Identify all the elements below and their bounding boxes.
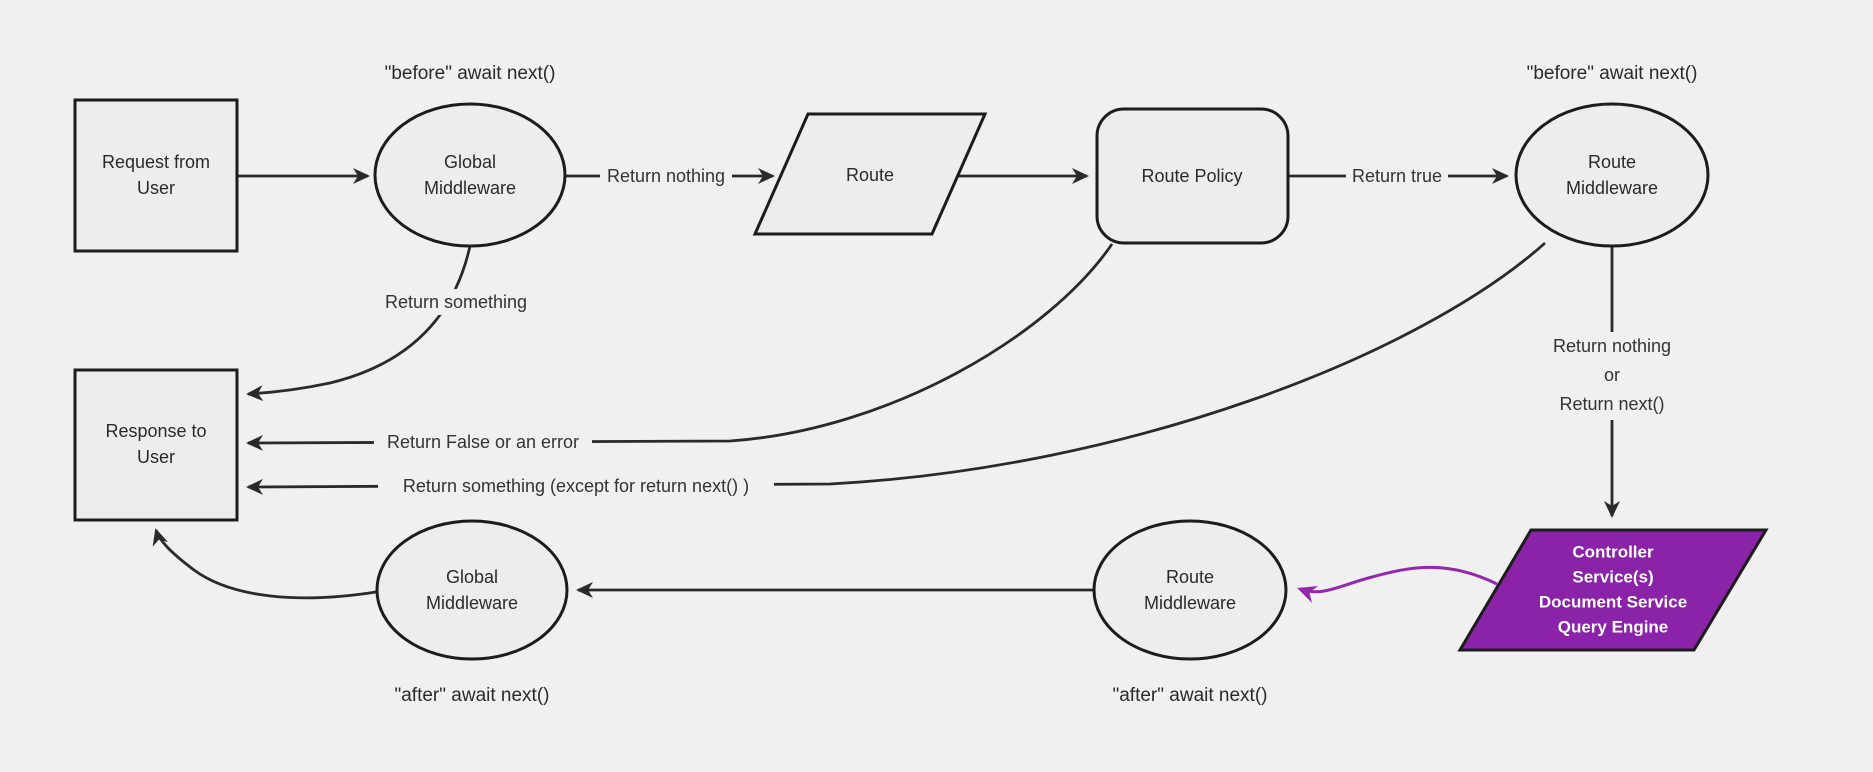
svg-text:Return something: Return something [385, 292, 527, 312]
edge-controller-to-route-middleware [1297, 565, 1498, 603]
annotation-after-await-right: "after" await next() [1113, 685, 1268, 706]
edge-global-middleware-to-response [246, 245, 472, 402]
svg-text:Document Service: Document Service [1539, 592, 1687, 611]
svg-text:Return nothing: Return nothing [1553, 336, 1671, 356]
controller-services-parallelogram [1457, 528, 1769, 652]
svg-text:Global: Global [446, 567, 498, 587]
svg-text:Return nothing: Return nothing [607, 166, 725, 186]
svg-text:User: User [137, 447, 175, 467]
global-middleware-bottom-ellipse [375, 519, 569, 661]
svg-text:Middleware: Middleware [424, 178, 516, 198]
edge-label-bg [1346, 163, 1448, 189]
svg-text:or: or [1604, 365, 1620, 385]
edge-route-middleware-to-response [246, 241, 1546, 495]
svg-text:Middleware: Middleware [426, 593, 518, 613]
svg-text:User: User [137, 178, 175, 198]
svg-text:Controller: Controller [1572, 542, 1654, 561]
edge-label-bg [374, 429, 592, 455]
route-parallelogram [752, 112, 988, 236]
edge-label-return-something-except: Return something (except for return next… [378, 473, 774, 499]
edge-global-middleware-to-response-bottom [152, 528, 377, 600]
node-route: Route [752, 112, 988, 236]
svg-text:Service(s): Service(s) [1572, 567, 1653, 586]
svg-text:Route Policy: Route Policy [1141, 166, 1242, 186]
node-request-from-user: Request from User [73, 98, 239, 253]
annotation-before-await-right: "before" await next() [1527, 63, 1698, 84]
svg-text:Global: Global [444, 152, 496, 172]
svg-text:Return something (except for r: Return something (except for return next… [403, 476, 749, 496]
edge-label-return-nothing-or-next: Return nothing or Return next() [1535, 332, 1689, 420]
edge-route-policy-to-response [246, 243, 1114, 451]
node-route-middleware-bottom: Route Middleware [1092, 519, 1288, 661]
node-controller-services: Controller Service(s) Document Service Q… [1457, 528, 1769, 652]
edge-label-bg [1535, 332, 1689, 420]
svg-text:Return next(): Return next() [1559, 394, 1664, 414]
edge-label-bg [380, 289, 532, 315]
edge-label-bg [378, 473, 774, 499]
node-global-middleware-top: Global Middleware [373, 102, 567, 248]
node-route-middleware-top: Route Middleware [1514, 102, 1710, 248]
request-from-user-box [73, 98, 239, 253]
annotation-after-await-left: "after" await next() [395, 685, 550, 706]
node-response-to-user: Response to User [73, 368, 239, 522]
svg-text:Route: Route [846, 165, 894, 185]
svg-text:Middleware: Middleware [1566, 178, 1658, 198]
route-policy-box [1095, 107, 1290, 245]
svg-text:Query Engine: Query Engine [1558, 617, 1669, 636]
edge-label-return-nothing: Return nothing [600, 163, 732, 189]
edge-label-bg [600, 163, 732, 189]
route-middleware-top-ellipse [1514, 102, 1710, 248]
svg-text:Route: Route [1588, 152, 1636, 172]
node-route-policy: Route Policy [1095, 107, 1290, 245]
svg-text:Route: Route [1166, 567, 1214, 587]
edge-label-return-false: Return False or an error [374, 429, 592, 455]
response-to-user-box [73, 368, 239, 522]
route-middleware-bottom-ellipse [1092, 519, 1288, 661]
annotation-before-await-left: "before" await next() [385, 63, 556, 84]
global-middleware-top-ellipse [373, 102, 567, 248]
node-global-middleware-bottom: Global Middleware [375, 519, 569, 661]
edge-label-return-something: Return something [380, 289, 532, 315]
svg-text:Return true: Return true [1352, 166, 1442, 186]
svg-text:Response to: Response to [105, 421, 206, 441]
edge-label-return-true: Return true [1346, 163, 1448, 189]
svg-text:Middleware: Middleware [1144, 593, 1236, 613]
svg-text:Return False or an error: Return False or an error [387, 432, 579, 452]
svg-text:Request from: Request from [102, 152, 210, 172]
